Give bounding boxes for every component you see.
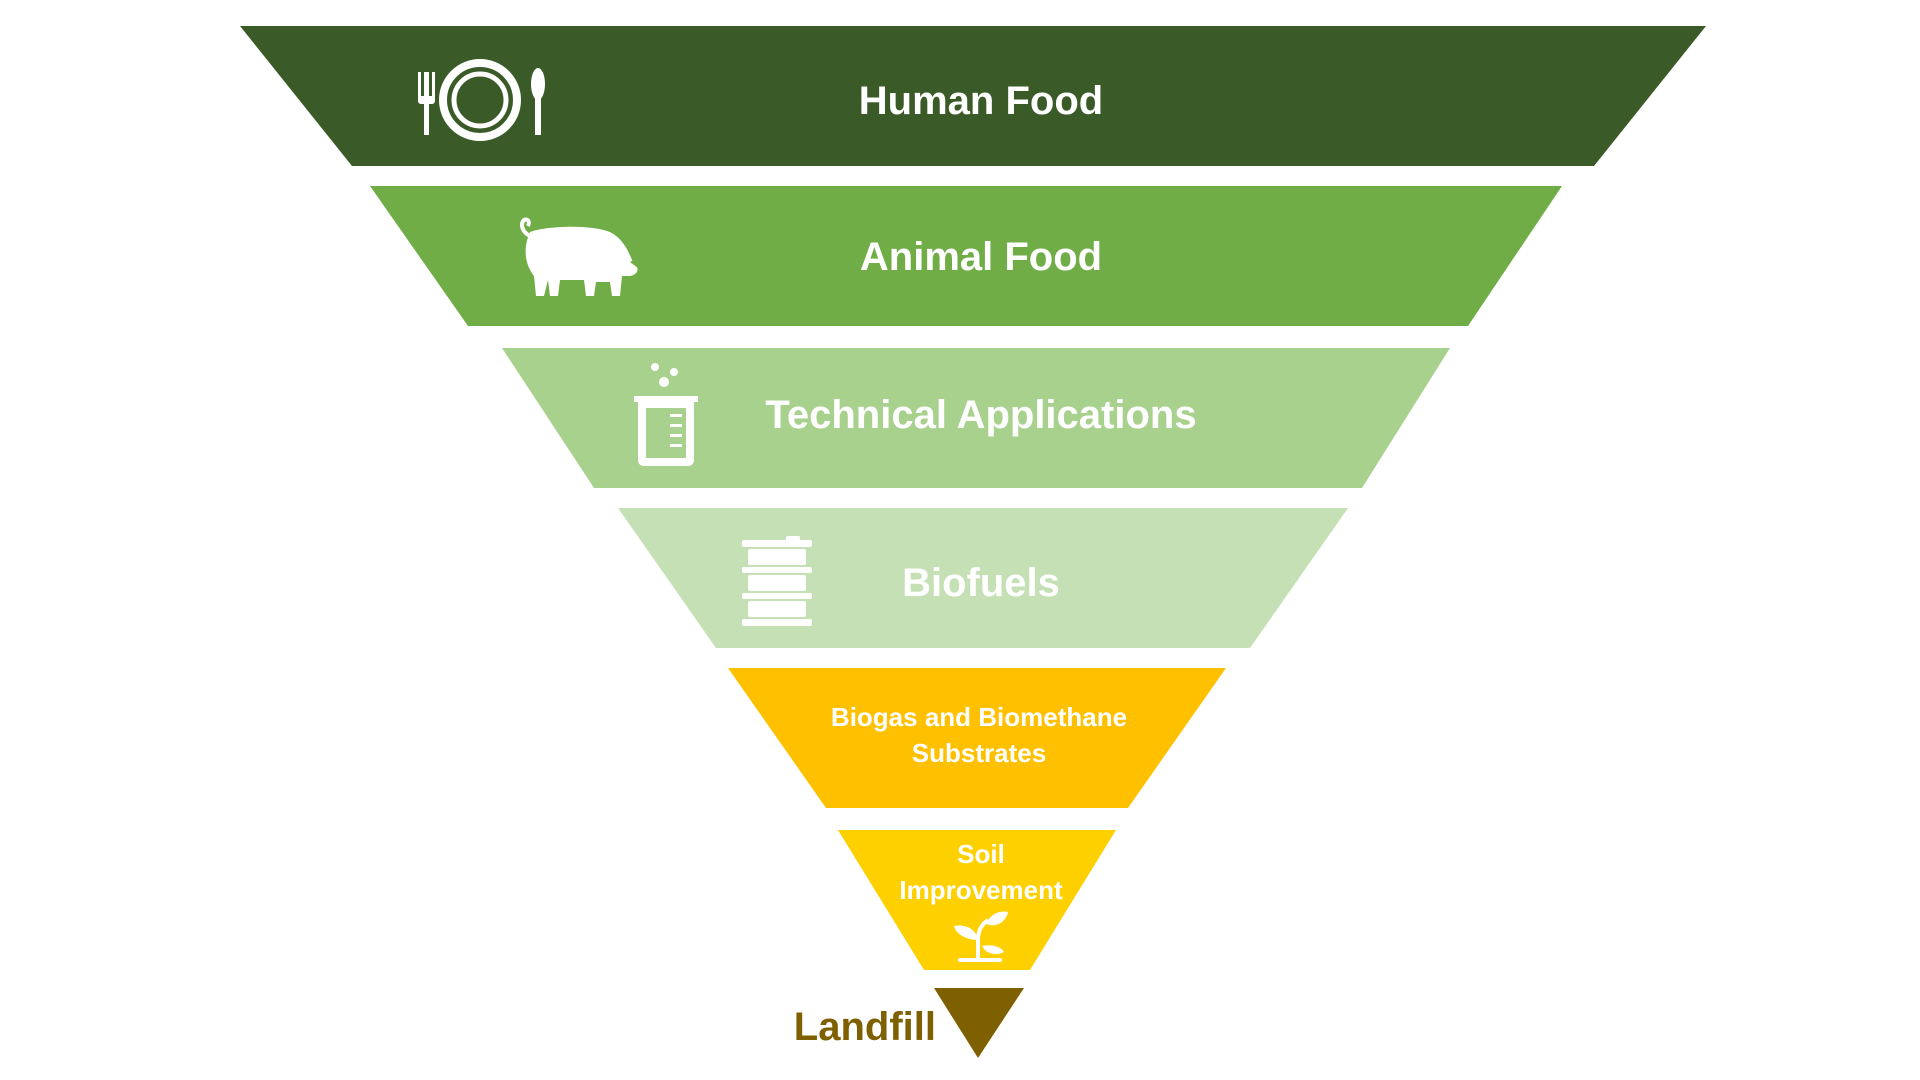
level-soil-improvement: Soil Improvement bbox=[838, 830, 1116, 970]
sprout-icon bbox=[954, 911, 1008, 962]
level-human-food-label: Human Food bbox=[859, 79, 1103, 123]
landfill-label: Landfill bbox=[794, 1005, 936, 1049]
level-soil-improvement-label-line-1: Soil bbox=[957, 839, 1005, 869]
level-biogas-band bbox=[728, 668, 1226, 808]
level-biogas-label-line-2: Substrates bbox=[912, 738, 1046, 768]
level-animal-food-band bbox=[370, 186, 1562, 326]
level-human-food-band bbox=[240, 26, 1706, 166]
landfill-triangle bbox=[934, 988, 1024, 1058]
level-technical-applications-label: Technical Applications bbox=[765, 393, 1196, 437]
level-animal-food: Animal Food bbox=[370, 186, 1562, 326]
level-biofuels: Biofuels bbox=[618, 508, 1348, 648]
level-biofuels-label: Biofuels bbox=[902, 561, 1060, 605]
landfill: Landfill bbox=[794, 988, 1024, 1058]
pig-icon bbox=[520, 217, 639, 296]
level-biogas: Biogas and Biomethane Substrates bbox=[728, 668, 1226, 808]
beaker-icon bbox=[634, 363, 698, 466]
level-biogas-label-line-1: Biogas and Biomethane bbox=[831, 702, 1127, 732]
level-technical-applications-band bbox=[502, 348, 1450, 488]
level-technical-applications: Technical Applications bbox=[502, 348, 1450, 488]
plate-cutlery-icon bbox=[418, 59, 545, 141]
level-soil-improvement-band bbox=[838, 830, 1116, 970]
level-animal-food-label: Animal Food bbox=[860, 235, 1102, 279]
level-human-food: Human Food bbox=[240, 26, 1706, 166]
barrel-icon bbox=[742, 536, 812, 626]
level-soil-improvement-label-line-2: Improvement bbox=[899, 875, 1063, 905]
